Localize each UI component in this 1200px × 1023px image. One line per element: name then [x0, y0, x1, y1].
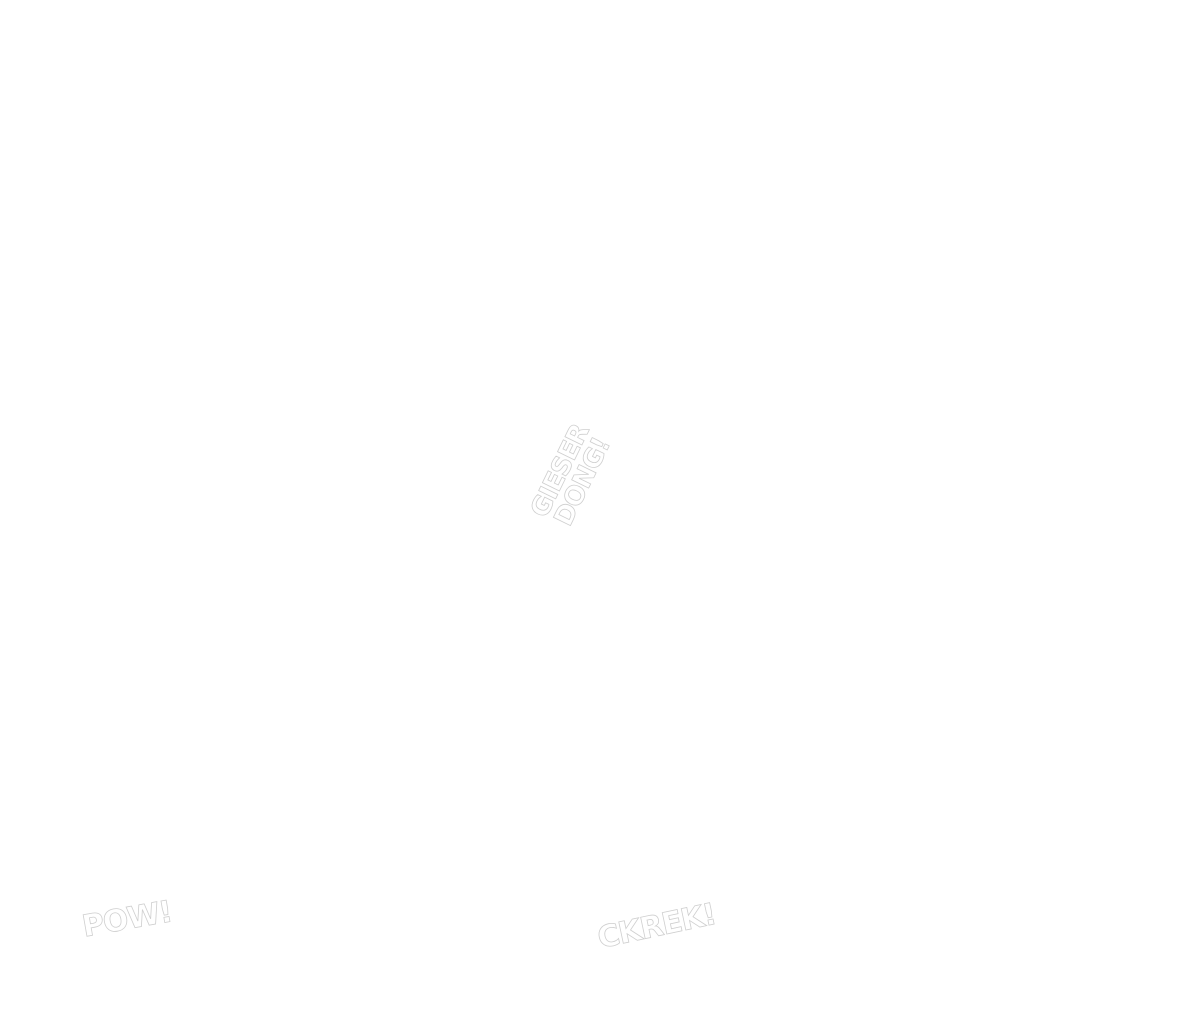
sound-effect-ckrek: CKREK! — [594, 897, 719, 957]
sound-effect-line: POW! — [79, 894, 175, 945]
sound-effect-gieser-dong: GIESER DONG! — [525, 420, 617, 532]
sound-effect-pow: POW! — [79, 894, 175, 945]
sound-effect-line: CKREK! — [594, 896, 719, 957]
